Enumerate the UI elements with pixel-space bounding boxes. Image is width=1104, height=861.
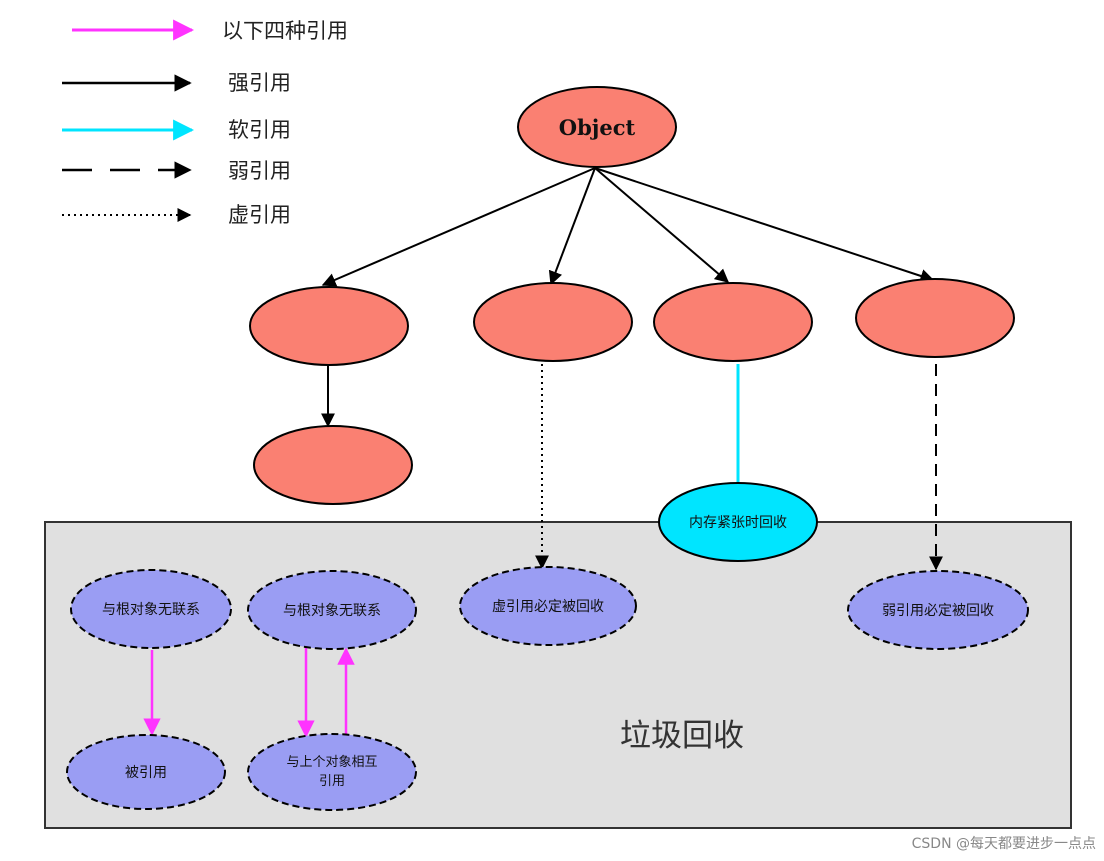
edge-root-to-node-1 [321, 167, 596, 287]
mutual-reference-label-line-2: 引用 [319, 774, 345, 789]
edge-root-to-node-3 [594, 167, 730, 283]
edge-root-to-node-4 [594, 167, 935, 283]
no-root-node-b: 与根对象无联系 [247, 570, 417, 650]
no-root-label-a: 与根对象无联系 [102, 602, 200, 618]
object-node-4 [855, 278, 1015, 358]
legend-item-strong: 强引用 [62, 71, 291, 95]
legend-item-soft: 软引用 [62, 118, 291, 142]
phantom-collected-label: 虚引用必定被回收 [492, 599, 604, 615]
no-root-label-b: 与根对象无联系 [283, 603, 381, 619]
legend-label: 弱引用 [228, 159, 291, 183]
no-root-node-a: 与根对象无联系 [70, 569, 232, 649]
watermark: CSDN @每天都要进步一点点 [912, 836, 1096, 852]
object-node-2 [473, 282, 633, 362]
legend-item-all-references: 以下四种引用 [72, 19, 348, 43]
soft-collect-node: 内存紧张时回收 [658, 482, 818, 562]
soft-collect-label: 内存紧张时回收 [689, 515, 787, 531]
weak-collected-node: 弱引用必定被回收 [847, 570, 1029, 650]
object-node-5 [253, 425, 413, 505]
gc-area-label: 垃圾回收 [620, 718, 744, 754]
mutual-reference-node: 与上个对象相互 引用 [247, 733, 417, 811]
legend-item-phantom: 虚引用 [62, 203, 291, 227]
legend-item-weak: 弱引用 [62, 159, 291, 183]
legend-label: 以下四种引用 [222, 19, 348, 43]
edge-root-to-node-2 [548, 167, 596, 286]
weak-collected-label: 弱引用必定被回收 [882, 603, 994, 619]
mutual-reference-label-line-1: 与上个对象相互 [286, 755, 377, 770]
root-object-label: Object [559, 115, 636, 140]
object-node-3 [653, 282, 813, 362]
referenced-label: 被引用 [125, 765, 167, 781]
phantom-collected-node: 虚引用必定被回收 [459, 566, 637, 646]
legend: 以下四种引用 强引用 软引用 弱引用 虚引用 [62, 19, 348, 227]
strong-reference-edges [321, 167, 935, 428]
root-object-node: Object [517, 86, 677, 168]
legend-label: 虚引用 [228, 203, 291, 227]
legend-label: 软引用 [228, 118, 291, 142]
legend-label: 强引用 [228, 71, 291, 95]
referenced-node: 被引用 [66, 734, 226, 810]
object-node-1 [249, 286, 409, 366]
